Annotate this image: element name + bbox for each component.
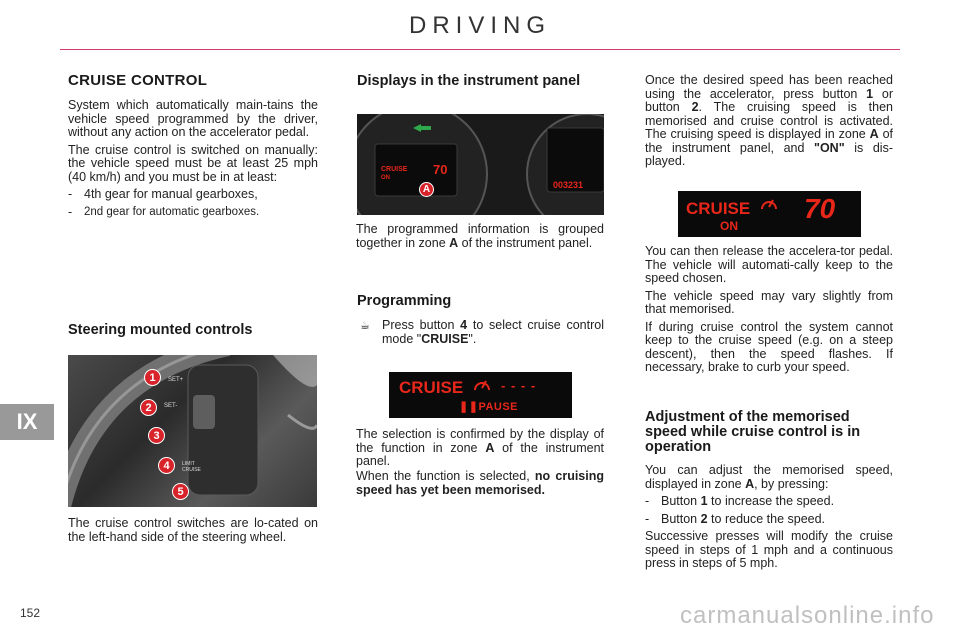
steering-wheel-illustration — [68, 355, 317, 507]
pause-display-cruise: CRUISE — [399, 378, 464, 397]
displays-text: The programmed information is grouped to… — [356, 222, 604, 250]
list-item: -2nd gear for automatic gearboxes. — [68, 204, 260, 219]
panel-odometer: 003231 — [553, 180, 584, 190]
on-display-cruise: CRUISE — [686, 199, 751, 218]
watermark: carmanualsonline.info — [680, 602, 935, 629]
callout-1: 1 — [144, 369, 161, 386]
list-item: -4th gear for manual gearboxes, — [68, 187, 258, 201]
speed-vary-text: The vehicle speed may vary slightly from… — [645, 288, 893, 316]
instrument-panel-image: CRUISE ON 70 003231 A — [357, 114, 604, 215]
page-header: DRIVING — [0, 0, 960, 52]
arrow-bullet-icon: ☕ — [360, 320, 370, 332]
programming-step: ☕ Press button 4 to select cruise contro… — [360, 318, 604, 346]
cruise-switch-on-text: The cruise control is switched on manual… — [68, 142, 318, 184]
successive-presses-text: Successive presses will modify the cruis… — [645, 529, 893, 570]
chapter-tab: IX — [0, 404, 54, 440]
section-title-steering-controls: Steering mounted controls — [68, 322, 253, 338]
pause-display-dashes: - - - - — [501, 378, 537, 393]
wheel-label-set-plus: SET+ — [168, 377, 184, 383]
section-title-cruise-control: CRUISE CONTROL — [68, 72, 208, 89]
callout-4: 4 — [158, 457, 175, 474]
header-divider — [60, 49, 900, 50]
speedometer-icon — [474, 380, 490, 391]
speed-flashes-text: If during cruise control the system cann… — [645, 319, 893, 374]
steering-caption: The cruise control switches are lo-cated… — [68, 516, 318, 544]
list-item: -Button 2 to reduce the speed. — [645, 511, 826, 526]
callout-3: 3 — [148, 427, 165, 444]
page-number: 152 — [20, 606, 41, 620]
callout-2: 2 — [140, 399, 157, 416]
zone-a-callout: A — [419, 182, 434, 197]
page-title: DRIVING — [408, 12, 551, 39]
release-pedal-text: You can then release the accelera-tor pe… — [645, 244, 893, 285]
wheel-label-set-minus: SET- — [164, 403, 178, 409]
wheel-label-limit-cruise: LIMIT CRUISE — [182, 461, 201, 473]
callout-5: 5 — [172, 483, 189, 500]
cruise-intro-text: System which automatically main-tains th… — [68, 98, 318, 139]
cruise-pause-display: CRUISE - - - - ❚❚PAUSE — [389, 372, 572, 418]
speedometer-icon — [761, 199, 777, 210]
cruise-on-display: CRUISE ON 70 — [678, 191, 861, 237]
section-title-adjustment: Adjustment of the memorised speed while … — [645, 409, 861, 455]
programming-step-text: Press button 4 to select cruise control … — [382, 318, 604, 346]
list-item: -Button 1 to increase the speed. — [645, 494, 835, 508]
instrument-cluster-illustration — [357, 114, 604, 215]
steering-controls-image: SET+ SET- LIMIT CRUISE 1 2 3 4 5 — [68, 355, 317, 507]
no-speed-memorised-text: When the function is selected, no cruisi… — [356, 469, 605, 497]
on-display-speed: 70 — [804, 193, 836, 224]
memorise-speed-text: Once the desired speed has been reached … — [645, 73, 893, 168]
section-title-displays: Displays in the instrument panel — [357, 73, 581, 89]
adjust-intro-text: You can adjust the memorised speed, disp… — [645, 463, 893, 491]
release-pedal-section: You can then release the accelera-tor pe… — [645, 244, 893, 379]
panel-on-label: ON — [381, 175, 390, 181]
selection-confirmed-text: The selection is confirmed by the displa… — [356, 427, 604, 468]
column-cruise-control: CRUISE CONTROL System which automaticall… — [68, 72, 318, 223]
adjustment-section: You can adjust the memorised speed, disp… — [645, 463, 893, 575]
section-title-programming: Programming — [357, 293, 452, 309]
on-display-on: ON — [720, 219, 738, 233]
panel-cruise-label: CRUISE — [381, 166, 408, 173]
pause-display-pause: ❚❚PAUSE — [459, 401, 519, 413]
panel-speed: 70 — [433, 162, 448, 177]
